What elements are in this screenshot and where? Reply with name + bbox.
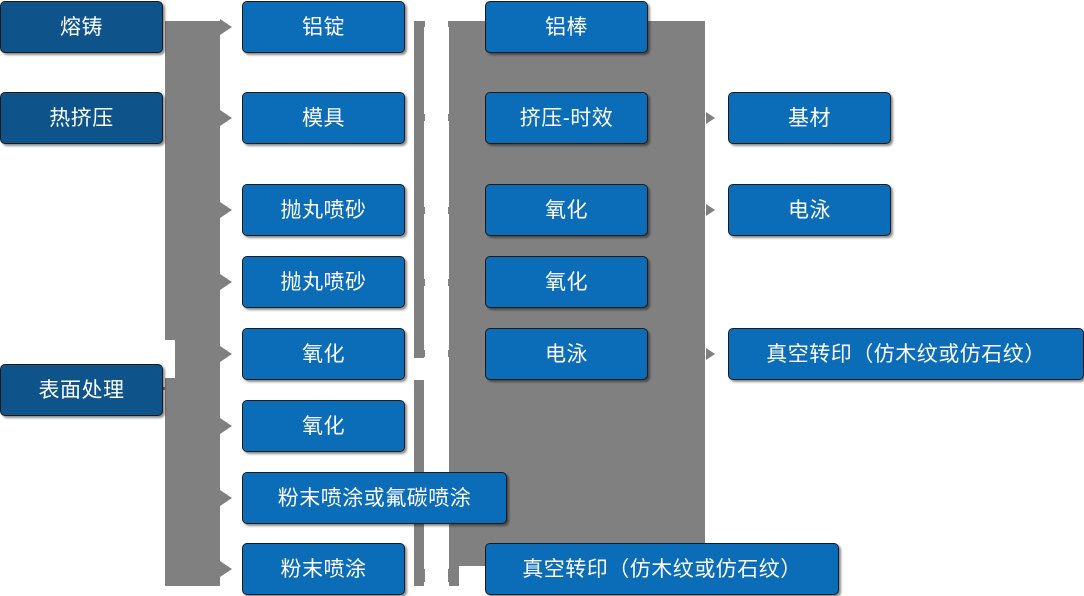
node-electrophoresis-1[interactable]: 电泳 bbox=[485, 328, 648, 380]
node-oxidation-3-label: 氧化 bbox=[545, 198, 588, 222]
rail-break-left bbox=[410, 358, 426, 380]
node-aluminium-ingot[interactable]: 铝锭 bbox=[242, 1, 405, 53]
band-arrow-6 bbox=[220, 418, 232, 434]
process-rail-right bbox=[448, 21, 459, 586]
node-smelting[interactable]: 熔铸 bbox=[0, 1, 163, 53]
node-extrusion-aging[interactable]: 挤压-时效 bbox=[485, 92, 648, 144]
rail-gap-2 bbox=[424, 121, 449, 207]
node-aluminium-ingot-label: 铝锭 bbox=[302, 15, 345, 39]
node-mould[interactable]: 模具 bbox=[242, 92, 405, 144]
output-arrow-1 bbox=[706, 112, 715, 124]
node-surface-treatment-label: 表面处理 bbox=[38, 378, 125, 402]
node-vacuum-transfer-2-label: 真空转印（仿木纹或仿石纹） bbox=[766, 342, 1046, 366]
rail-gap-5 bbox=[424, 357, 449, 569]
node-powder-or-fluorocarbon-label: 粉末喷涂或氟碳喷涂 bbox=[277, 486, 472, 510]
rail-gap-4 bbox=[424, 286, 449, 350]
node-vacuum-transfer-1[interactable]: 真空转印（仿木纹或仿石纹） bbox=[485, 543, 839, 595]
node-shot-blasting-1-label: 抛丸喷砂 bbox=[280, 198, 367, 222]
node-shot-blasting-2-label: 抛丸喷砂 bbox=[280, 270, 367, 294]
node-aluminium-bar-label: 铝棒 bbox=[545, 15, 588, 39]
rail-gap-1 bbox=[424, 27, 449, 114]
output-arrow-2 bbox=[706, 204, 715, 216]
surface-treatment-stub bbox=[163, 387, 177, 390]
node-hot-extrusion-label: 热挤压 bbox=[49, 106, 114, 130]
node-base-material-label: 基材 bbox=[788, 106, 831, 130]
node-electrophoresis-1-label: 电泳 bbox=[545, 342, 588, 366]
band-arrow-8 bbox=[220, 561, 232, 577]
rail-gap-3 bbox=[424, 214, 449, 279]
rail-gap-6 bbox=[424, 582, 449, 596]
node-oxidation-2[interactable]: 氧化 bbox=[242, 400, 405, 452]
node-powder-coating[interactable]: 粉末喷涂 bbox=[242, 543, 405, 595]
node-shot-blasting-2[interactable]: 抛丸喷砂 bbox=[242, 256, 405, 308]
band-arrow-4 bbox=[220, 274, 232, 290]
node-vacuum-transfer-2[interactable]: 真空转印（仿木纹或仿石纹） bbox=[728, 328, 1084, 380]
node-electrophoresis-2[interactable]: 电泳 bbox=[728, 184, 891, 236]
node-oxidation-4-label: 氧化 bbox=[545, 270, 588, 294]
node-base-material[interactable]: 基材 bbox=[728, 92, 891, 144]
node-powder-or-fluorocarbon[interactable]: 粉末喷涂或氟碳喷涂 bbox=[242, 472, 507, 524]
node-shot-blasting-1[interactable]: 抛丸喷砂 bbox=[242, 184, 405, 236]
node-oxidation-4[interactable]: 氧化 bbox=[485, 256, 648, 308]
node-aluminium-bar[interactable]: 铝棒 bbox=[485, 1, 648, 53]
band-arrow-5 bbox=[220, 346, 232, 362]
node-electrophoresis-2-label: 电泳 bbox=[788, 198, 831, 222]
process-rail-left bbox=[414, 21, 425, 586]
stage-band-notch bbox=[163, 340, 175, 378]
output-arrow-3 bbox=[706, 348, 715, 360]
node-oxidation-3[interactable]: 氧化 bbox=[485, 184, 648, 236]
node-hot-extrusion[interactable]: 热挤压 bbox=[0, 92, 163, 144]
node-powder-coating-label: 粉末喷涂 bbox=[280, 557, 367, 581]
band-arrow-1 bbox=[220, 19, 232, 35]
band-arrow-2 bbox=[220, 110, 232, 126]
node-oxidation-1-label: 氧化 bbox=[302, 342, 345, 366]
node-mould-label: 模具 bbox=[302, 106, 345, 130]
node-surface-treatment[interactable]: 表面处理 bbox=[0, 364, 163, 416]
stage-to-process-band bbox=[165, 21, 220, 586]
node-vacuum-transfer-1-label: 真空转印（仿木纹或仿石纹） bbox=[522, 557, 802, 581]
band-arrow-3 bbox=[220, 202, 232, 218]
node-smelting-label: 熔铸 bbox=[60, 15, 103, 39]
band-arrow-7 bbox=[220, 490, 232, 506]
node-extrusion-aging-label: 挤压-时效 bbox=[519, 106, 614, 130]
node-oxidation-1[interactable]: 氧化 bbox=[242, 328, 405, 380]
node-oxidation-2-label: 氧化 bbox=[302, 414, 345, 438]
